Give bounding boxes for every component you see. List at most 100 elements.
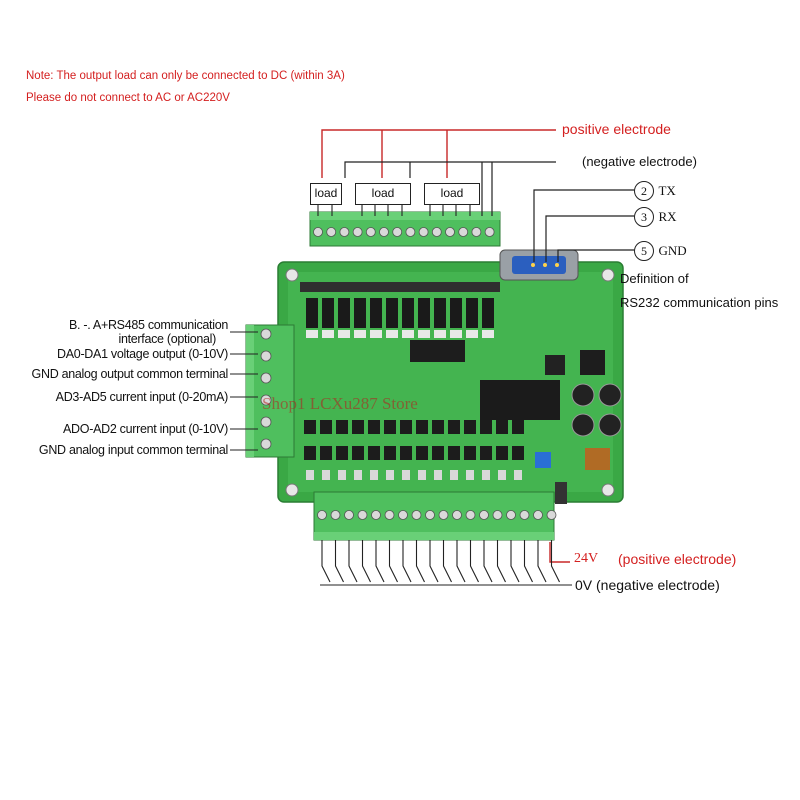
- input-wire: [321, 540, 331, 583]
- db9-port: [499, 249, 579, 281]
- positive-wires: [321, 129, 556, 178]
- input-optocoupler: [496, 420, 508, 434]
- output-resistor: [466, 330, 478, 338]
- input-optocoupler: [496, 446, 508, 460]
- load-leads: [317, 204, 471, 216]
- rs485-label-line2: interface (optional): [118, 332, 216, 346]
- load-box-3: load: [424, 183, 480, 205]
- terminal-screw: [260, 328, 272, 340]
- input-optocoupler: [464, 446, 476, 460]
- input-optocoupler: [336, 420, 348, 434]
- terminal-screw: [445, 227, 455, 237]
- left-terminal-block: [245, 324, 295, 458]
- output-transistor: [370, 298, 382, 328]
- input-resistor: [370, 470, 378, 480]
- input-wire: [496, 540, 506, 583]
- output-resistor: [370, 330, 382, 338]
- terminal-screw: [260, 372, 272, 384]
- input-wire: [550, 540, 560, 583]
- output-transistor: [338, 298, 350, 328]
- input-wire: [402, 540, 412, 583]
- output-transistor: [434, 298, 446, 328]
- output-resistor: [338, 330, 350, 338]
- store-watermark: Shop1 LCXu287 Store: [262, 394, 418, 413]
- input-wire: [442, 540, 452, 583]
- terminal-screw: [458, 227, 469, 237]
- output-resistor: [354, 330, 366, 338]
- output-resistor: [322, 330, 334, 338]
- input-optocoupler: [448, 420, 460, 434]
- input-resistor: [354, 470, 362, 480]
- input-optocoupler: [304, 446, 316, 460]
- output-resistor: [482, 330, 494, 338]
- negative-wires: [344, 161, 556, 216]
- output-transistor: [418, 298, 430, 328]
- input-optocoupler: [336, 446, 348, 460]
- output-transistor: [306, 298, 318, 328]
- terminal-screw: [330, 510, 341, 520]
- left-label-lines: [230, 331, 258, 451]
- terminal-screw: [431, 227, 442, 237]
- input-wire: [456, 540, 466, 583]
- terminal-screw: [519, 510, 530, 520]
- top-terminal-block: [309, 211, 501, 247]
- terminal-screw: [452, 510, 462, 520]
- terminal-screw: [425, 510, 435, 520]
- input-resistor: [514, 470, 522, 480]
- terminal-screw: [479, 510, 489, 520]
- output-resistor: [306, 330, 318, 338]
- input-wire: [469, 540, 479, 583]
- top-terminal-screws: [313, 227, 495, 237]
- bottom-positive-label: (positive electrode): [618, 551, 737, 567]
- terminal-screw: [344, 510, 354, 520]
- terminal-screw: [365, 227, 376, 237]
- input-wire: [537, 540, 547, 583]
- input-optocoupler: [400, 420, 412, 434]
- input-optocoupler: [352, 420, 364, 434]
- input-optocoupler: [352, 446, 364, 460]
- input-resistor: [450, 470, 458, 480]
- output-transistor: [450, 298, 462, 328]
- terminal-screw: [405, 227, 416, 237]
- terminal-screw: [317, 510, 327, 520]
- terminal-screw: [533, 510, 543, 520]
- input-optocoupler: [464, 420, 476, 434]
- input-optocoupler: [304, 420, 316, 434]
- input-wire: [375, 540, 385, 583]
- input-wire: [361, 540, 371, 583]
- input-resistor: [338, 470, 346, 480]
- input-resistor: [386, 470, 394, 480]
- input-optocoupler: [432, 446, 444, 460]
- positive-electrode-label: positive electrode: [562, 121, 671, 137]
- pin-name: TX: [658, 183, 676, 198]
- output-resistor: [418, 330, 430, 338]
- output-transistor: [402, 298, 414, 328]
- terminal-screw: [506, 510, 516, 520]
- v24-label: 24V: [574, 551, 599, 566]
- terminal-screw: [398, 510, 408, 520]
- pin-number: 3: [634, 207, 654, 227]
- rs232-definition-line2: RS232 communication pins: [620, 295, 779, 310]
- output-resistor: [386, 330, 398, 338]
- input-wires: [320, 540, 572, 586]
- negative-electrode-label: (negative electrode): [582, 154, 697, 169]
- input-wire: [415, 540, 425, 583]
- terminal-screw: [465, 510, 476, 520]
- pin-number: 5: [634, 241, 654, 261]
- terminal-screw: [418, 227, 429, 237]
- output-transistor: [322, 298, 334, 328]
- terminal-screw: [484, 227, 495, 237]
- input-resistor: [306, 470, 314, 480]
- terminal-screw: [313, 227, 323, 237]
- input-optocoupler: [512, 420, 524, 434]
- rs232-definition-line1: Definition of: [620, 271, 689, 286]
- output-transistor: [466, 298, 478, 328]
- input-optocoupler: [416, 446, 428, 460]
- ad-current-label: AD3-AD5 current input (0-20mA): [55, 390, 229, 404]
- terminal-screw: [352, 227, 363, 237]
- pin-tx: 2 TX: [634, 181, 676, 201]
- ad-voltage-label: ADO-AD2 current input (0-10V): [63, 422, 228, 436]
- input-wire: [334, 540, 344, 583]
- input-optocoupler: [416, 420, 428, 434]
- pin-rx: 3 RX: [634, 207, 677, 227]
